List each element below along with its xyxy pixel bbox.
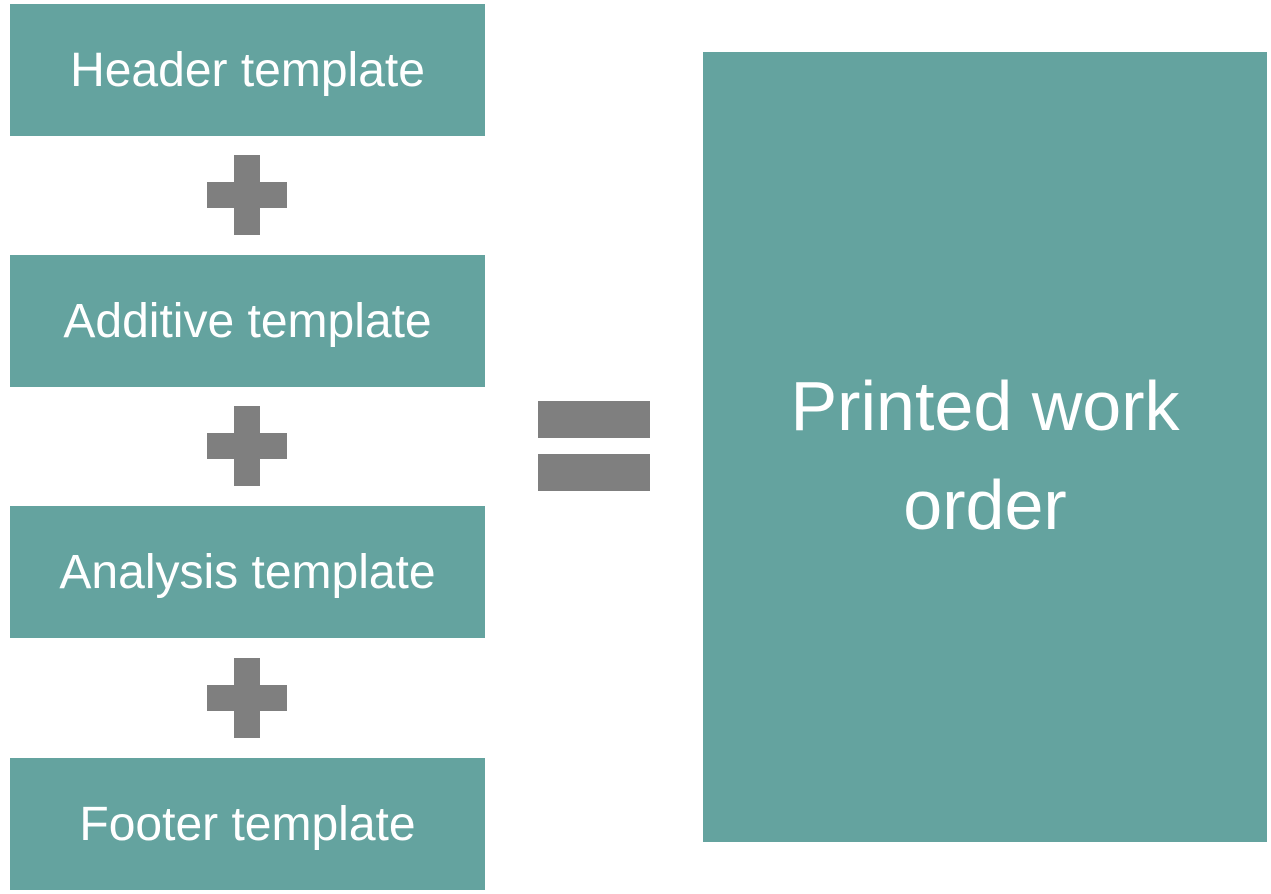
additive-template-label: Additive template <box>63 294 432 348</box>
header-template-label: Header template <box>70 43 425 97</box>
analysis-template-box: Analysis template <box>10 506 485 638</box>
additive-template-box: Additive template <box>10 255 485 387</box>
printed-work-order-box: Printed work order <box>703 52 1267 842</box>
header-template-box: Header template <box>10 4 485 136</box>
plus-icon <box>207 155 287 235</box>
footer-template-box: Footer template <box>10 758 485 890</box>
printed-work-order-label: Printed work order <box>790 367 1180 545</box>
plus-icon <box>207 658 287 738</box>
analysis-template-label: Analysis template <box>59 545 436 599</box>
footer-template-label: Footer template <box>79 797 416 851</box>
equals-icon <box>538 401 650 491</box>
plus-icon <box>207 406 287 486</box>
